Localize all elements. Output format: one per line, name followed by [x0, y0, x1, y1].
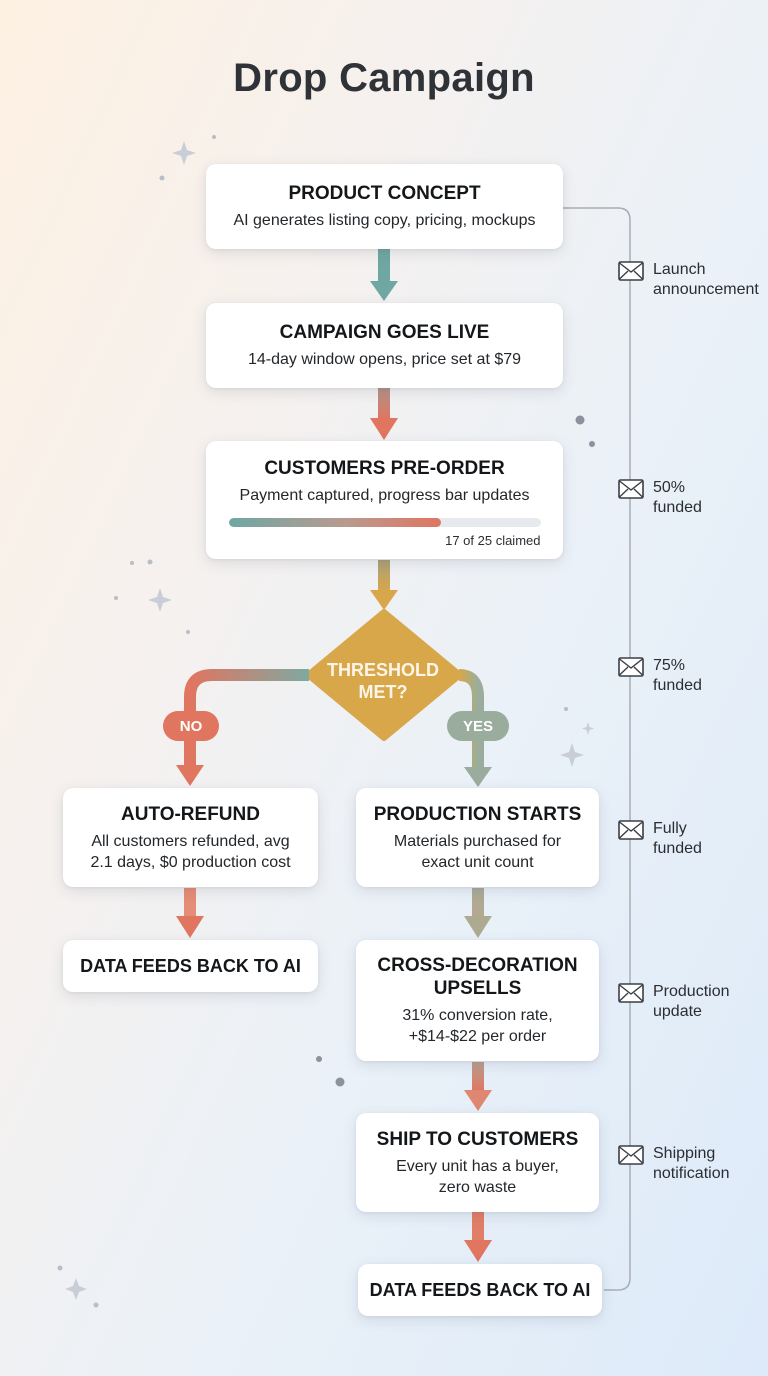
progress-bar — [228, 517, 541, 527]
notification-production-update: Production update — [618, 982, 730, 1022]
yes-branch-line — [458, 669, 484, 768]
envelope-icon — [618, 1145, 644, 1165]
product-concept-card: PRODUCT CONCEPT AI generates listing cop… — [206, 164, 563, 249]
notification-label-line1: Launch — [653, 261, 706, 278]
data-feeds-left-title: DATA FEEDS BACK TO AI — [80, 955, 301, 976]
no-branch-arrowhead — [176, 765, 204, 786]
notification-label-line2: announcement — [653, 281, 759, 298]
auto-refund-description-line2: 2.1 days, $0 production cost — [90, 853, 291, 871]
product-concept-title: PRODUCT CONCEPT — [288, 183, 481, 204]
decorative-sparkles — [65, 141, 594, 1300]
arrow-production-to-upsells — [464, 888, 492, 938]
arrow-live-to-preorder — [370, 388, 398, 440]
arrow-preorder-to-decision — [370, 560, 398, 610]
pre-order-description: Payment captured, progress bar updates — [239, 486, 530, 504]
upsells-title-line2: UPSELLS — [433, 978, 522, 999]
yes-badge: YES — [447, 711, 509, 741]
no-badge: NO — [163, 711, 219, 741]
ship-description-line2: zero waste — [438, 1178, 517, 1196]
notification-label-line2: funded — [653, 840, 702, 857]
notification-50-funded: 50% funded — [618, 478, 702, 518]
notification-label-line1: Production — [653, 983, 730, 1000]
notification-rail — [563, 207, 631, 1291]
notification-label: Shipping notification — [653, 1144, 730, 1184]
upsells-title: CROSS-DECORATION UPSELLS — [377, 954, 577, 1000]
notification-label-line1: 75% — [653, 657, 686, 674]
arrow-concept-to-live — [370, 249, 398, 301]
notification-label: Production update — [653, 982, 730, 1022]
decorative-dots — [57, 135, 595, 1308]
notification-label: 50% funded — [653, 478, 702, 518]
pre-order-card: CUSTOMERS PRE-ORDER Payment captured, pr… — [206, 441, 563, 559]
notification-label: 75% funded — [653, 656, 702, 696]
notification-label: Launch announcement — [653, 260, 759, 300]
progress-label: 17 of 25 claimed — [445, 532, 541, 548]
notification-label-line2: notification — [653, 1165, 730, 1182]
upsells-description-line2: +$14-$22 per order — [408, 1028, 547, 1045]
arrow-refund-to-data — [176, 888, 204, 938]
upsells-title-line1: CROSS-DECORATION — [377, 955, 578, 976]
envelope-icon — [618, 479, 644, 499]
upsells-description: 31% conversion rate, +$14-$22 per order — [402, 1005, 552, 1047]
ship-card: SHIP TO CUSTOMERS Every unit has a buyer… — [356, 1113, 599, 1212]
ship-title: SHIP TO CUSTOMERS — [376, 1128, 579, 1150]
data-feeds-right-title: DATA FEEDS BACK TO AI — [369, 1279, 591, 1300]
arrow-upsells-to-ship — [464, 1062, 492, 1111]
upsells-card: CROSS-DECORATION UPSELLS 31% conversion … — [356, 940, 599, 1061]
auto-refund-card: AUTO-REFUND All customers refunded, avg … — [63, 788, 318, 887]
production-description-line1: Materials purchased for — [393, 832, 562, 850]
upsells-description-line1: 31% conversion rate, — [402, 1007, 553, 1024]
auto-refund-title: AUTO-REFUND — [121, 803, 260, 825]
notification-label-line1: Fully — [653, 820, 687, 837]
campaign-live-title: CAMPAIGN GOES LIVE — [279, 322, 490, 343]
no-branch-line — [184, 669, 309, 765]
progress-bar-fill — [228, 517, 441, 527]
decision-label: THRESHOLD MET? — [318, 659, 448, 703]
production-description: Materials purchased for exact unit count — [394, 831, 561, 873]
production-description-line2: exact unit count — [421, 853, 534, 871]
envelope-icon — [618, 820, 644, 840]
notification-launch-announcement: Launch announcement — [618, 260, 759, 300]
envelope-icon — [618, 657, 644, 677]
auto-refund-description-line1: All customers refunded, avg — [91, 832, 290, 850]
product-concept-description: AI generates listing copy, pricing, mock… — [233, 212, 536, 229]
notification-label-line2: funded — [653, 499, 702, 516]
decision-label-line1: THRESHOLD — [327, 660, 439, 680]
decision-label-line2: MET? — [358, 682, 408, 702]
production-card: PRODUCTION STARTS Materials purchased fo… — [356, 788, 599, 887]
envelope-icon — [618, 261, 644, 281]
yes-branch-arrowhead — [464, 767, 492, 787]
page-title: Drop Campaign — [233, 56, 535, 100]
notification-label: Fully funded — [653, 819, 702, 859]
notification-label-line1: 50% — [653, 479, 686, 496]
pre-order-title: CUSTOMERS PRE-ORDER — [264, 457, 505, 479]
ship-description-line1: Every unit has a buyer, — [396, 1157, 559, 1175]
notification-75-funded: 75% funded — [618, 656, 702, 696]
decision-diamond — [305, 609, 463, 741]
data-feeds-right-card: DATA FEEDS BACK TO AI — [358, 1264, 602, 1316]
data-feeds-left-card: DATA FEEDS BACK TO AI — [63, 940, 318, 992]
envelope-icon — [618, 983, 644, 1003]
notification-label-line2: update — [653, 1003, 702, 1020]
campaign-live-card: CAMPAIGN GOES LIVE 14-day window opens, … — [206, 303, 563, 388]
notification-shipping: Shipping notification — [618, 1144, 730, 1184]
arrow-ship-to-data — [464, 1212, 492, 1262]
auto-refund-description: All customers refunded, avg 2.1 days, $0… — [90, 831, 290, 873]
ship-description: Every unit has a buyer, zero waste — [396, 1156, 559, 1198]
campaign-live-description: 14-day window opens, price set at $79 — [247, 351, 522, 368]
notification-label-line2: funded — [653, 677, 702, 694]
production-title: PRODUCTION STARTS — [373, 803, 582, 825]
notification-fully-funded: Fully funded — [618, 819, 702, 859]
notification-label-line1: Shipping — [653, 1145, 716, 1162]
